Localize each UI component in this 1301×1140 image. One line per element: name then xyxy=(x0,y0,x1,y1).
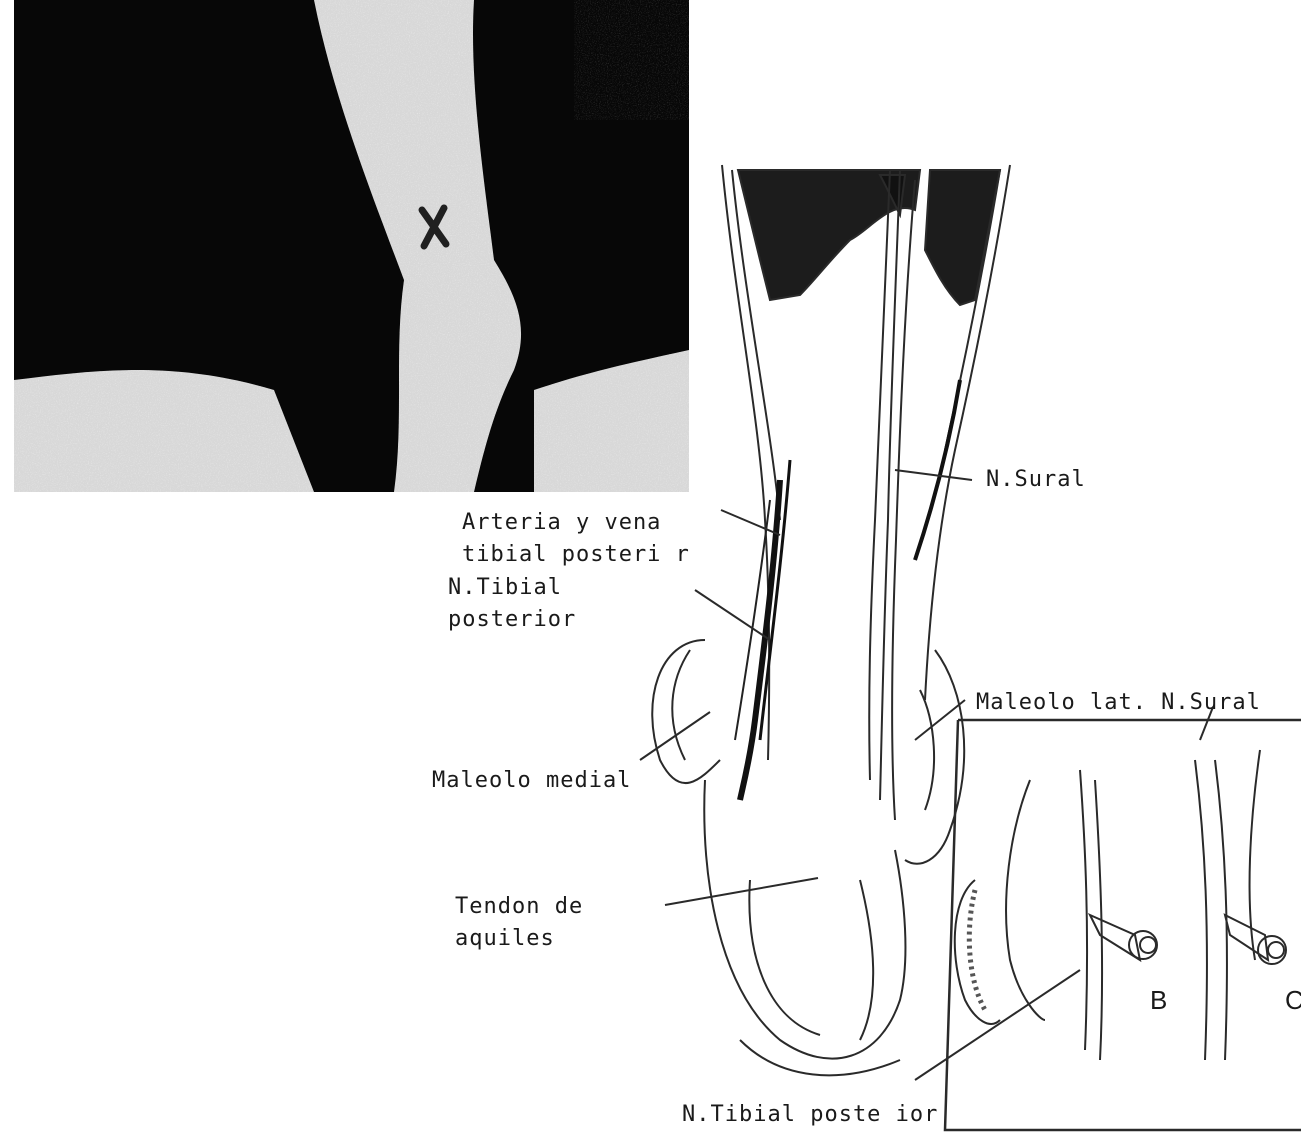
label-arteria-line1: Arteria y vena xyxy=(462,508,661,538)
label-tibial-bottom: N.Tibial poste ior xyxy=(682,1100,938,1130)
label-maleolo-lat: Maleolo lat. N.Sural xyxy=(976,688,1261,718)
inset-label-c: C xyxy=(1285,985,1301,1016)
label-tibial-line1: N.Tibial xyxy=(448,573,562,603)
label-sural: N.Sural xyxy=(986,465,1086,495)
inset-label-b: B xyxy=(1150,985,1167,1016)
label-tibial-line2: posterior xyxy=(448,605,576,635)
label-maleolo-medial: Maleolo medial xyxy=(432,766,631,796)
label-tendon-line2: aquiles xyxy=(455,924,555,954)
label-arteria-line2: tibial posteri r xyxy=(462,540,690,570)
label-tendon-line1: Tendon de xyxy=(455,892,583,922)
